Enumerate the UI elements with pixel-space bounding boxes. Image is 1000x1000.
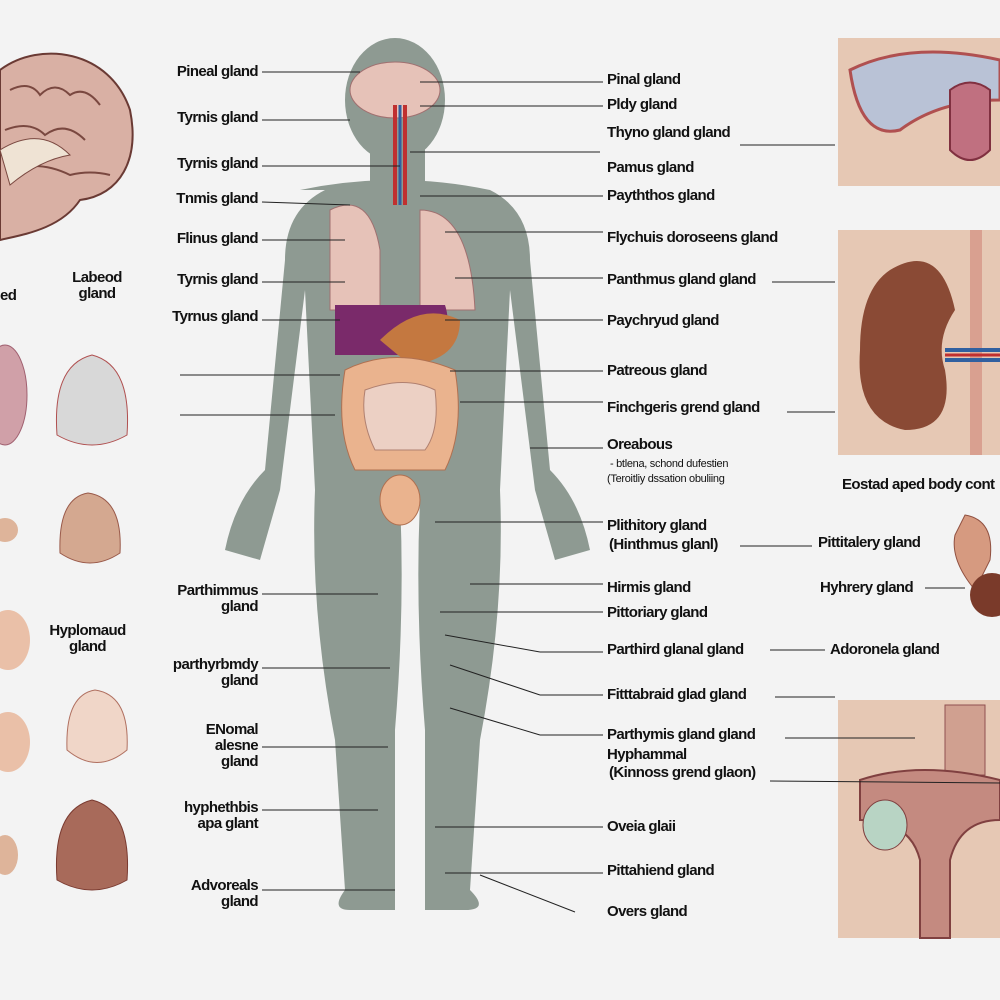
- brain-illustration: [0, 52, 134, 242]
- uterus-panel: [838, 700, 1000, 939]
- left-label: Tyrnus gland: [172, 308, 258, 325]
- right-sublabel: - btlena, schond dufestien: [610, 458, 729, 470]
- right-label: (Kinnoss grend glaon): [609, 764, 756, 781]
- gland-cross-section-panel: [838, 38, 1000, 186]
- right-label: Overs gland: [607, 903, 688, 920]
- body-caption: Eostad aped body cont: [842, 476, 995, 493]
- right-label: Hyphammal: [607, 746, 687, 763]
- leader-lines: [180, 71, 1000, 913]
- far-right-label: Adoronela gland: [830, 641, 940, 658]
- far-right-label: Pittitalery gland: [818, 534, 921, 551]
- right-label: Pittoriary gland: [607, 604, 708, 621]
- pituitary-illustration: [953, 514, 1000, 617]
- left-label: Tnmis gland: [176, 190, 258, 207]
- specimen-label: Labeod gland: [72, 269, 122, 302]
- left-lower-label: ENomal alesne gland: [205, 721, 259, 770]
- left-lower-label: Advoreals gland: [190, 877, 259, 910]
- right-label: Pldy gland: [607, 96, 677, 113]
- right-label: Oveia glaii: [607, 818, 676, 835]
- right-label: Parthymis gland gland: [607, 726, 756, 743]
- far-right-label: Hyhrery gland: [820, 579, 914, 596]
- left-label: Tyrnis gland: [177, 155, 258, 172]
- right-label: Patreous gland: [607, 362, 708, 379]
- left-lower-label: hyphethbis apa glant: [183, 799, 259, 832]
- right-label: Thyno gland gland: [607, 124, 731, 141]
- body-silhouette: [225, 38, 590, 910]
- left-label: Flinus gland: [176, 230, 259, 247]
- right-label: Panthmus gland gland: [607, 271, 756, 288]
- right-sublabel: (Teroitliy dssation obuliing: [607, 473, 725, 485]
- right-label: Flychuis doroseens gland: [607, 229, 778, 246]
- left-label: Tyrnis gland: [177, 271, 258, 288]
- right-label: Parthird glanal gland: [607, 641, 744, 658]
- right-label: Hirmis gland: [607, 579, 691, 596]
- right-label: Payththos gland: [607, 187, 715, 204]
- left-lower-label: Parthimmus gland: [177, 582, 258, 615]
- right-label: Fitttabraid glad gland: [607, 686, 747, 703]
- right-label: Finchgeris grend gland: [607, 399, 760, 416]
- right-label: Plithitory gland: [607, 517, 707, 534]
- right-label: Pinal gland: [607, 71, 681, 88]
- internal-organs: [329, 61, 476, 526]
- right-label: Paychryud gland: [607, 312, 719, 329]
- right-label: (Hinthmus glanl): [609, 536, 718, 553]
- right-label: Oreabous: [607, 436, 673, 453]
- left-lower-label: parthyrbmdy gland: [172, 656, 259, 689]
- kidney-panel: [838, 230, 1000, 455]
- right-label: Pittahiend gland: [607, 862, 715, 879]
- gland-specimens: [0, 344, 129, 891]
- right-label: Pamus gland: [607, 159, 694, 176]
- specimen-label: Hyplomaud gland: [49, 622, 126, 655]
- left-label: Tyrnis gland: [177, 109, 258, 126]
- left-label: Pineal gland: [176, 63, 259, 80]
- partial-label: ed: [0, 287, 17, 304]
